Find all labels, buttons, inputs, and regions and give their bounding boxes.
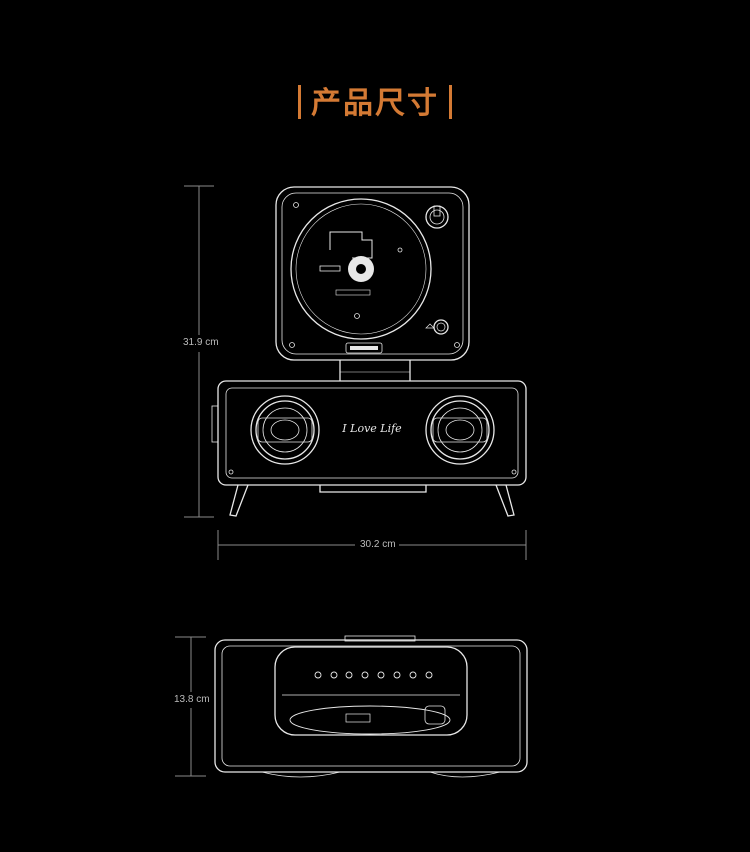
title-bar-left xyxy=(298,84,301,119)
title-bar-right xyxy=(449,84,452,119)
brand-logo-script: I Love Life xyxy=(341,422,402,435)
top-view-unit xyxy=(214,635,528,778)
speaker-base-unit xyxy=(211,380,527,517)
section-title-text: 产品尺寸 xyxy=(311,86,439,121)
section-title: 产品尺寸 xyxy=(0,78,750,122)
height-dimension-label: 31.9 cm xyxy=(180,337,222,348)
depth-dimension-label: 13.8 cm xyxy=(171,694,213,705)
connector-neck xyxy=(339,360,411,381)
cd-player-unit xyxy=(275,186,470,361)
width-dimension-label: 30.2 cm xyxy=(357,539,399,550)
